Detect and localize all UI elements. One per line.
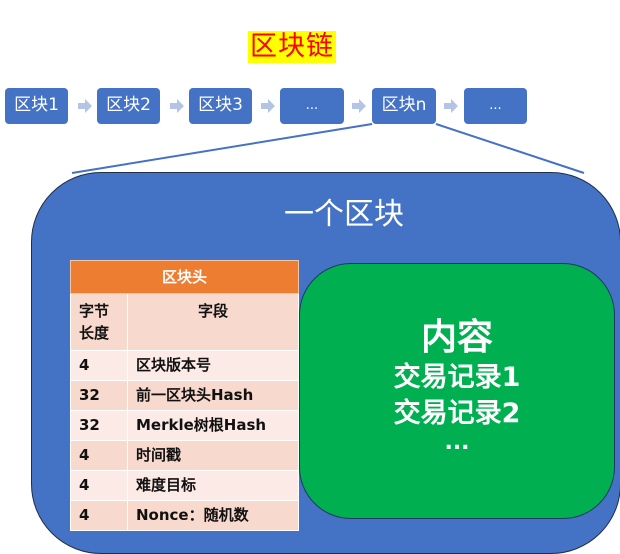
chain-block-ellipsis: ... bbox=[280, 88, 344, 124]
chain-block-n: 区块n bbox=[372, 88, 436, 124]
cell-field: 区块版本号 bbox=[127, 350, 299, 381]
chain-block-3: 区块3 bbox=[189, 88, 252, 124]
block-detail-title: 一个区块 bbox=[0, 195, 620, 235]
column-header-bytes-line1: 字节 bbox=[79, 302, 110, 320]
content-more-ellipsis: ... bbox=[444, 430, 470, 455]
cell-field: 难度目标 bbox=[127, 470, 299, 501]
block-header-table: 区块头 字节长度 字段 4 区块版本号 32 前一区块头Hash 32 Merk… bbox=[70, 260, 299, 531]
table-row: 32 前一区块头Hash bbox=[70, 380, 299, 411]
cell-bytes: 4 bbox=[70, 440, 128, 471]
transaction-record-2: 交易记录2 bbox=[393, 398, 521, 429]
table-row: 4 区块版本号 bbox=[70, 350, 299, 381]
chain-block-ellipsis-end: ... bbox=[464, 88, 527, 124]
cell-field: Nonce：随机数 bbox=[127, 500, 299, 531]
cell-bytes: 4 bbox=[70, 500, 128, 531]
connector-line-left bbox=[71, 123, 373, 174]
right-arrow-icon bbox=[444, 99, 458, 113]
cell-bytes: 32 bbox=[70, 380, 128, 411]
right-arrow-icon bbox=[261, 99, 275, 113]
cell-field: 前一区块头Hash bbox=[127, 380, 299, 411]
block-header-title: 区块头 bbox=[70, 260, 299, 294]
block-content-box: 内容 交易记录1 交易记录2 ... bbox=[299, 263, 615, 519]
right-arrow-icon bbox=[170, 99, 184, 113]
cell-bytes: 32 bbox=[70, 410, 128, 441]
zoom-connector-lines bbox=[71, 123, 585, 174]
column-header-bytes-line2: 长度 bbox=[79, 324, 110, 342]
cell-field: 时间戳 bbox=[127, 440, 299, 471]
table-row: 4 Nonce：随机数 bbox=[70, 500, 299, 531]
right-arrow-icon bbox=[352, 99, 366, 113]
diagram-title: 区块链 bbox=[248, 31, 336, 63]
table-row: 4 时间戳 bbox=[70, 440, 299, 471]
transaction-record-1: 交易记录1 bbox=[393, 362, 521, 393]
table-row: 4 难度目标 bbox=[70, 470, 299, 501]
content-title: 内容 bbox=[420, 317, 493, 358]
block-detail-title-text: 一个区块 bbox=[284, 197, 404, 232]
table-row: 32 Merkle树根Hash bbox=[70, 410, 299, 441]
column-header-field: 字段 bbox=[127, 293, 299, 351]
cell-bytes: 4 bbox=[70, 350, 128, 381]
right-arrow-icon bbox=[78, 99, 92, 113]
chain-block-1: 区块1 bbox=[5, 88, 68, 124]
column-header-bytes: 字节长度 bbox=[70, 293, 128, 351]
cell-bytes: 4 bbox=[70, 470, 128, 501]
cell-field: Merkle树根Hash bbox=[127, 410, 299, 441]
chain-block-2: 区块2 bbox=[97, 88, 160, 124]
connector-line-right bbox=[435, 123, 585, 174]
